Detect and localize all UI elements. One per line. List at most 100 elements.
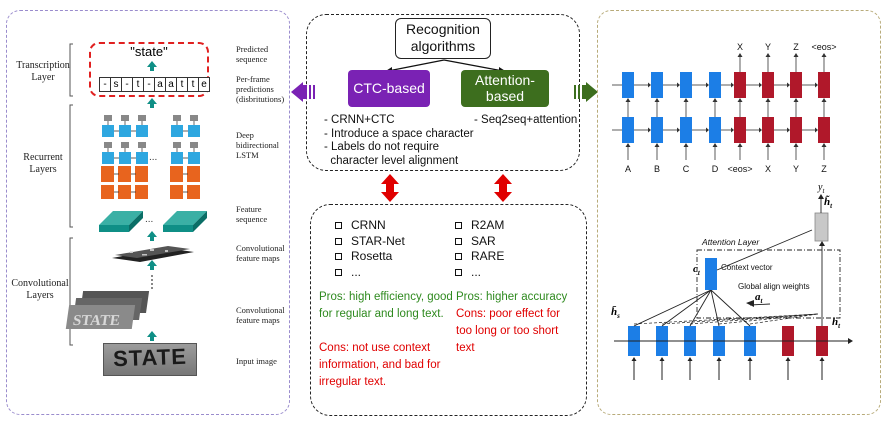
feature-slab-top xyxy=(163,211,187,225)
seq2seq-arrowhead xyxy=(765,143,771,147)
feature-slab-side xyxy=(129,211,143,232)
label-conv-maps-1: Convolutional feature maps xyxy=(236,243,285,263)
ht-symbol: ht xyxy=(832,316,841,331)
recurrent-layers-label: Recurrent Layers xyxy=(23,152,63,175)
seq2seq-arrowhead xyxy=(683,98,689,102)
lstm-forward-cell xyxy=(188,152,200,164)
lstm-forward-cell xyxy=(136,152,148,164)
convolutional-layers-label: Convolutional Layers xyxy=(11,278,69,301)
feature-slab-front xyxy=(99,225,109,232)
seq2seq-bottom-cell xyxy=(651,117,663,143)
seq2seq-output-label: Y xyxy=(764,42,771,52)
seq2seq-bottom-cell xyxy=(734,117,746,143)
attention-context-link xyxy=(710,289,720,327)
lstm-backward-cell xyxy=(101,185,114,199)
seq2seq-input-label: <eos> xyxy=(727,164,753,174)
attention-arrowhead xyxy=(746,300,754,307)
svg-text:STATE: STATE xyxy=(72,313,121,329)
lstm-forward-cell xyxy=(171,125,183,137)
lstm-output-cell xyxy=(121,142,129,148)
seq2seq-input-label: X xyxy=(764,164,771,174)
lstm-output-cell xyxy=(121,115,129,121)
transcription-layer-label: Transcription Layer xyxy=(16,60,70,83)
label-per-frame: Per-frame predictions (disbritutions) xyxy=(236,74,285,104)
seq2seq-input-label: B xyxy=(653,164,660,174)
seq2seq-arrowhead xyxy=(654,143,660,147)
ctc-method-item: ... xyxy=(335,265,405,281)
lstm-forward-cell xyxy=(119,125,131,137)
attentional-hidden-cell xyxy=(814,212,829,242)
attention-align-link xyxy=(749,313,819,325)
seq2seq-arrowhead xyxy=(737,98,743,102)
seq2seq-arrowhead xyxy=(625,143,631,147)
lstm-backward-cell xyxy=(135,185,148,199)
label-deep-bilstm: Deep bidirectional LSTM xyxy=(236,130,279,160)
lstm-output-cell xyxy=(138,142,146,148)
ctc-based-label: CTC-based xyxy=(353,80,425,96)
attention-method-item: RARE xyxy=(455,249,504,265)
seq2seq-arrowhead xyxy=(737,143,743,147)
recognition-title: Recognition algorithms xyxy=(406,21,480,54)
lstm-output-cell xyxy=(104,115,112,121)
lstm-backward-cell xyxy=(118,166,131,182)
attention-align-link xyxy=(661,313,819,325)
attention-points: - Seq2seq+attention xyxy=(474,114,577,128)
lstm-backward-cell xyxy=(170,185,183,199)
attention-arrowhead xyxy=(687,357,693,361)
ct-symbol: ct xyxy=(693,263,700,278)
seq2seq-arrowhead xyxy=(821,98,827,102)
seq2seq-arrowhead xyxy=(787,82,790,88)
yt-symbol: yt xyxy=(818,182,825,195)
seq2seq-bottom-cell xyxy=(680,117,692,143)
global-align-label: Global align weights xyxy=(738,282,810,291)
seq2seq-arrowhead xyxy=(706,82,709,88)
ctc-pros: Pros: high efficiency, good for regular … xyxy=(319,291,453,320)
lstm-forward-cell xyxy=(102,152,114,164)
context-vector-cell xyxy=(705,258,717,290)
attention-align-link xyxy=(633,313,819,325)
checkbox-icon xyxy=(335,237,342,245)
feature-slab-top xyxy=(183,211,207,225)
checkbox-icon xyxy=(455,237,462,245)
lstm-output-cell xyxy=(138,115,146,121)
seq2seq-arrowhead xyxy=(737,53,743,57)
attention-context-link xyxy=(661,289,712,327)
checkbox-icon xyxy=(335,268,342,276)
hs-symbol: h̄s xyxy=(611,306,620,321)
attention-arrowhead xyxy=(785,357,791,361)
feature-slab-top xyxy=(119,211,143,225)
context-vector-label: Context vector xyxy=(721,263,773,272)
attention-layer-frame xyxy=(696,249,841,319)
checkbox-icon xyxy=(335,253,342,260)
feature-slab-top xyxy=(173,211,197,225)
lstm-backward-cell xyxy=(101,166,114,182)
attention-based-label: Attention-based xyxy=(475,72,535,104)
seq2seq-top-cell xyxy=(818,72,830,98)
label-conv-maps-2: Convolutional feature maps xyxy=(236,305,285,325)
seq2seq-arrowhead xyxy=(731,82,734,88)
seq2seq-arrowhead xyxy=(793,143,799,147)
seq2seq-arrowhead xyxy=(765,53,771,57)
label-feature-sequence: Feature sequence xyxy=(236,204,268,224)
attention-arrowhead xyxy=(747,357,753,361)
lstm-backward-cell xyxy=(187,185,200,199)
seq2seq-arrowhead xyxy=(815,127,818,133)
seq2seq-top-cell xyxy=(734,72,746,98)
seq2seq-bottom-cell xyxy=(762,117,774,143)
ctc-points: - CRNN+CTC - Introduce a space character… xyxy=(324,114,474,168)
seq2seq-arrowhead xyxy=(793,98,799,102)
seq2seq-bottom-cell xyxy=(622,117,634,143)
seq2seq-arrowhead xyxy=(821,143,827,147)
predicted-word: "state" xyxy=(130,44,168,59)
lstm-backward-cell xyxy=(118,185,131,199)
seq2seq-arrowhead xyxy=(683,143,689,147)
attention-based-box xyxy=(461,70,549,107)
